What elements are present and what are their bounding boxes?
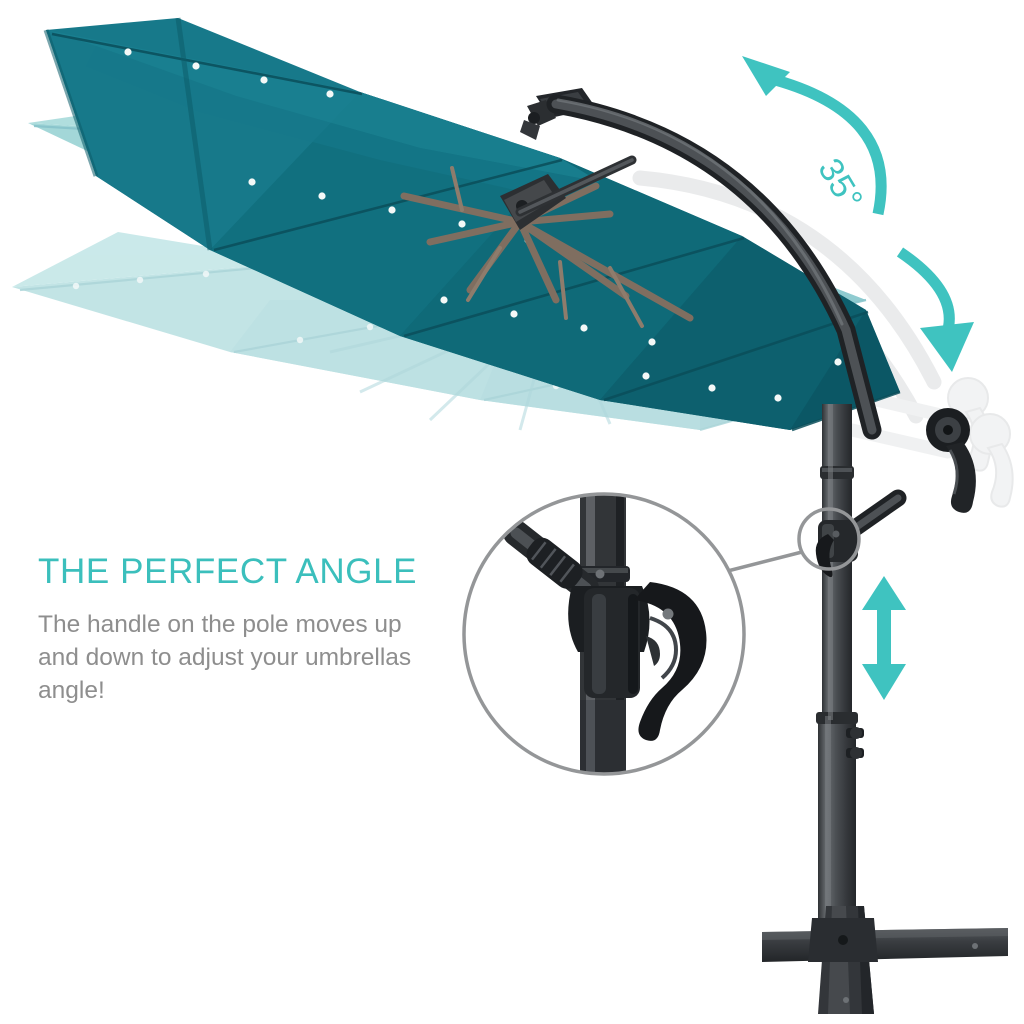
detail-callout-magnifier xyxy=(462,492,746,776)
page-title: THE PERFECT ANGLE xyxy=(38,552,418,591)
canopy-ribs xyxy=(400,182,694,322)
pole-bolt-knobs xyxy=(846,727,864,759)
cross-base xyxy=(762,906,1008,1014)
crank-handle xyxy=(926,408,976,513)
vertical-double-arrow xyxy=(862,576,906,700)
curved-double-arrow xyxy=(742,56,974,372)
led-lights xyxy=(124,48,842,402)
canopy-active xyxy=(43,17,901,432)
center-pole xyxy=(816,404,864,932)
pole-handle-lever xyxy=(815,489,907,578)
cantilever-arm xyxy=(546,94,882,440)
feature-text-block: THE PERFECT ANGLE The handle on the pole… xyxy=(38,552,468,707)
feature-description: The handle on the pole moves up and down… xyxy=(38,611,412,704)
